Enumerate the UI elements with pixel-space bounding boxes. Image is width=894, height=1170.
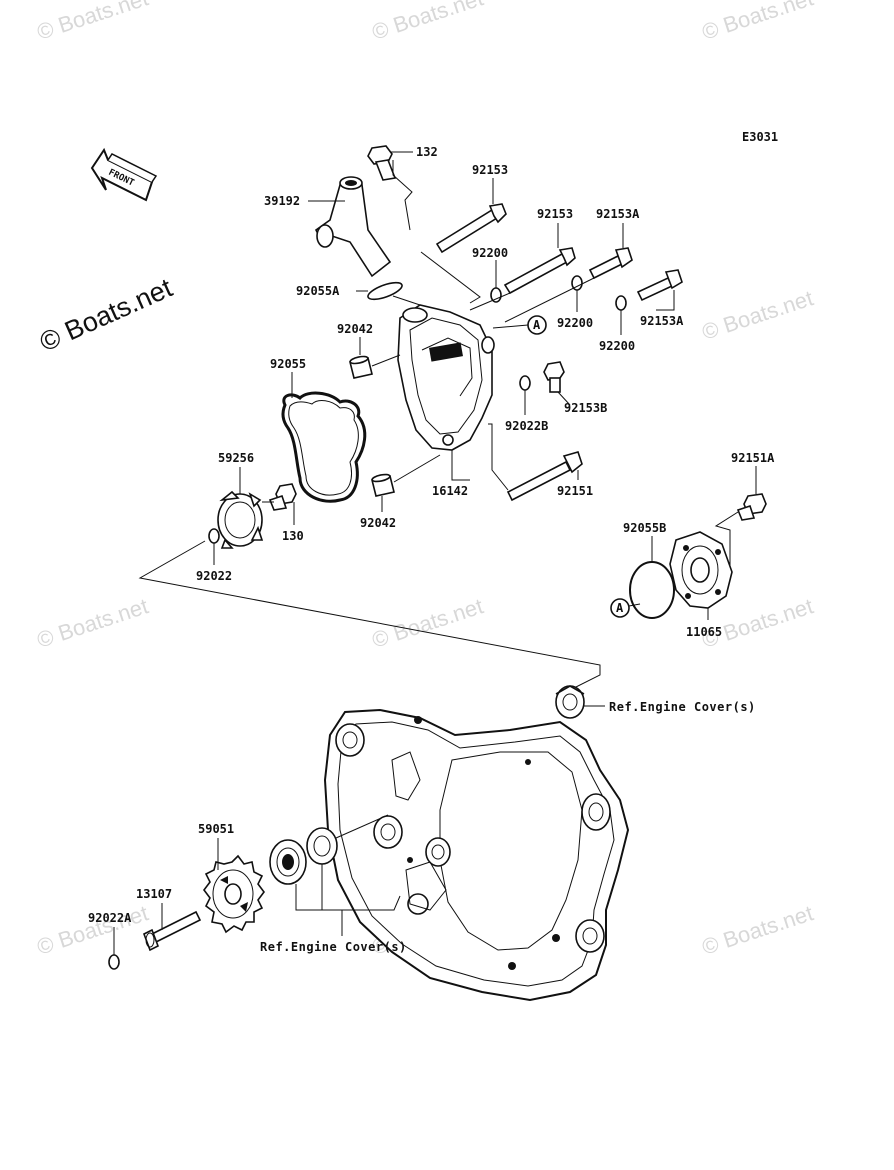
oil-seal-small bbox=[306, 827, 338, 865]
label-92022B: 92022B bbox=[505, 419, 548, 433]
diagram-code: E3031 bbox=[742, 130, 778, 144]
bearing-large bbox=[269, 839, 307, 885]
engine-cover-ref bbox=[323, 708, 630, 1002]
bolt-92153-long bbox=[435, 203, 507, 254]
label-92055: 92055 bbox=[270, 357, 306, 371]
label-92200-c: 92200 bbox=[599, 339, 635, 353]
label-92200-b: 92200 bbox=[557, 316, 593, 330]
label-59051: 59051 bbox=[198, 822, 234, 836]
label-59256: 59256 bbox=[218, 451, 254, 465]
dowel-92042-lower bbox=[371, 473, 395, 497]
callout-A-bottom-letter: A bbox=[616, 601, 624, 615]
label-92055A: 92055A bbox=[296, 284, 340, 298]
label-92153A-lower: 92153A bbox=[640, 314, 684, 328]
watermark-text: © Boats.net bbox=[699, 285, 816, 344]
bolt-92153-mid bbox=[503, 247, 576, 295]
bolt-132 bbox=[367, 145, 397, 181]
watermark-text: © Boats.net bbox=[34, 900, 151, 959]
watermark-text: © Boats.net bbox=[34, 0, 151, 45]
washer-92022 bbox=[208, 528, 220, 544]
washer-92022B bbox=[519, 375, 531, 391]
label-11065: 11065 bbox=[686, 625, 722, 639]
bolt-92153A-lower bbox=[636, 269, 683, 302]
label-92153B: 92153B bbox=[564, 401, 607, 415]
label-92200-a: 92200 bbox=[472, 246, 508, 260]
callout-A-top-letter: A bbox=[533, 318, 541, 332]
label-92055B: 92055B bbox=[623, 521, 666, 535]
label-92153A-upper: 92153A bbox=[596, 207, 640, 221]
callout-A-bottom bbox=[610, 598, 630, 618]
watermark-text: © Boats.net bbox=[369, 593, 486, 652]
label-39192: 39192 bbox=[264, 194, 300, 208]
label-92151: 92151 bbox=[557, 484, 593, 498]
bolt-92151 bbox=[506, 451, 583, 502]
bolt-92151A bbox=[736, 493, 767, 521]
front-arrow-icon: FRONT bbox=[90, 147, 158, 202]
label-16142: 16142 bbox=[432, 484, 468, 498]
oil-seal-ref bbox=[555, 685, 585, 719]
washer-92022A bbox=[108, 954, 120, 970]
label-92022: 92022 bbox=[196, 569, 232, 583]
label-92153-top: 92153 bbox=[472, 163, 508, 177]
pump-shaft-13107 bbox=[142, 910, 202, 952]
pump-gear-59051 bbox=[203, 854, 265, 934]
gasket-92055 bbox=[281, 391, 367, 503]
watermark-logo-text: © Boats.net bbox=[35, 272, 177, 357]
water-pump-housing-16142 bbox=[397, 304, 495, 451]
bolt-92153A-upper bbox=[588, 247, 633, 280]
washer-92200-c bbox=[615, 295, 627, 311]
label-92153-mid: 92153 bbox=[537, 207, 573, 221]
label-92042-upper: 92042 bbox=[337, 322, 373, 336]
label-13107: 13107 bbox=[136, 887, 172, 901]
bolt-92153B bbox=[543, 361, 565, 393]
ref-engine-cover-bottom: Ref.Engine Cover(s) bbox=[260, 940, 407, 954]
label-92022A: 92022A bbox=[88, 911, 132, 925]
label-132: 132 bbox=[416, 145, 438, 159]
o-ring-92055B bbox=[629, 561, 675, 619]
watermark-text: © Boats.net bbox=[34, 593, 151, 652]
pipe-39192 bbox=[314, 176, 392, 278]
o-ring-92055A bbox=[367, 281, 403, 301]
impeller-59256 bbox=[217, 490, 264, 549]
pump-cover-11065 bbox=[669, 531, 733, 609]
label-92151A: 92151A bbox=[731, 451, 775, 465]
label-92042-lower: 92042 bbox=[360, 516, 396, 530]
watermark-text: © Boats.net bbox=[369, 0, 486, 45]
bolt-130 bbox=[268, 483, 297, 511]
watermark-text: © Boats.net bbox=[699, 0, 816, 45]
dowel-92042-upper bbox=[349, 355, 373, 379]
ref-engine-cover-top: Ref.Engine Cover(s) bbox=[609, 700, 756, 714]
label-130: 130 bbox=[282, 529, 304, 543]
watermark-text: © Boats.net bbox=[699, 900, 816, 959]
